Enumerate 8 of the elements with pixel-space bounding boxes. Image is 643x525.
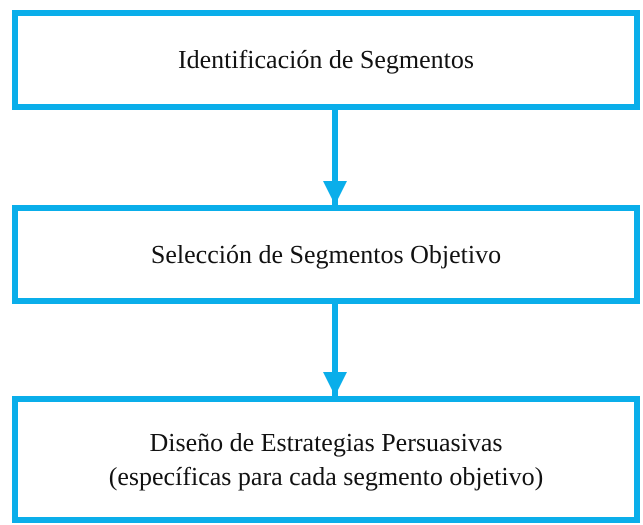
process-box bbox=[12, 396, 640, 523]
box-label: Diseño de Estrategias Persuasivas (específicas para cada segmento objetivo) bbox=[108, 426, 544, 493]
arrow bbox=[323, 304, 347, 396]
process-box bbox=[12, 205, 640, 304]
box-label: Identificación de Segmentos bbox=[176, 44, 476, 76]
arrow bbox=[323, 110, 347, 205]
box-label: Selección de Segmentos Objetivo bbox=[150, 238, 502, 271]
process-box bbox=[12, 10, 640, 110]
